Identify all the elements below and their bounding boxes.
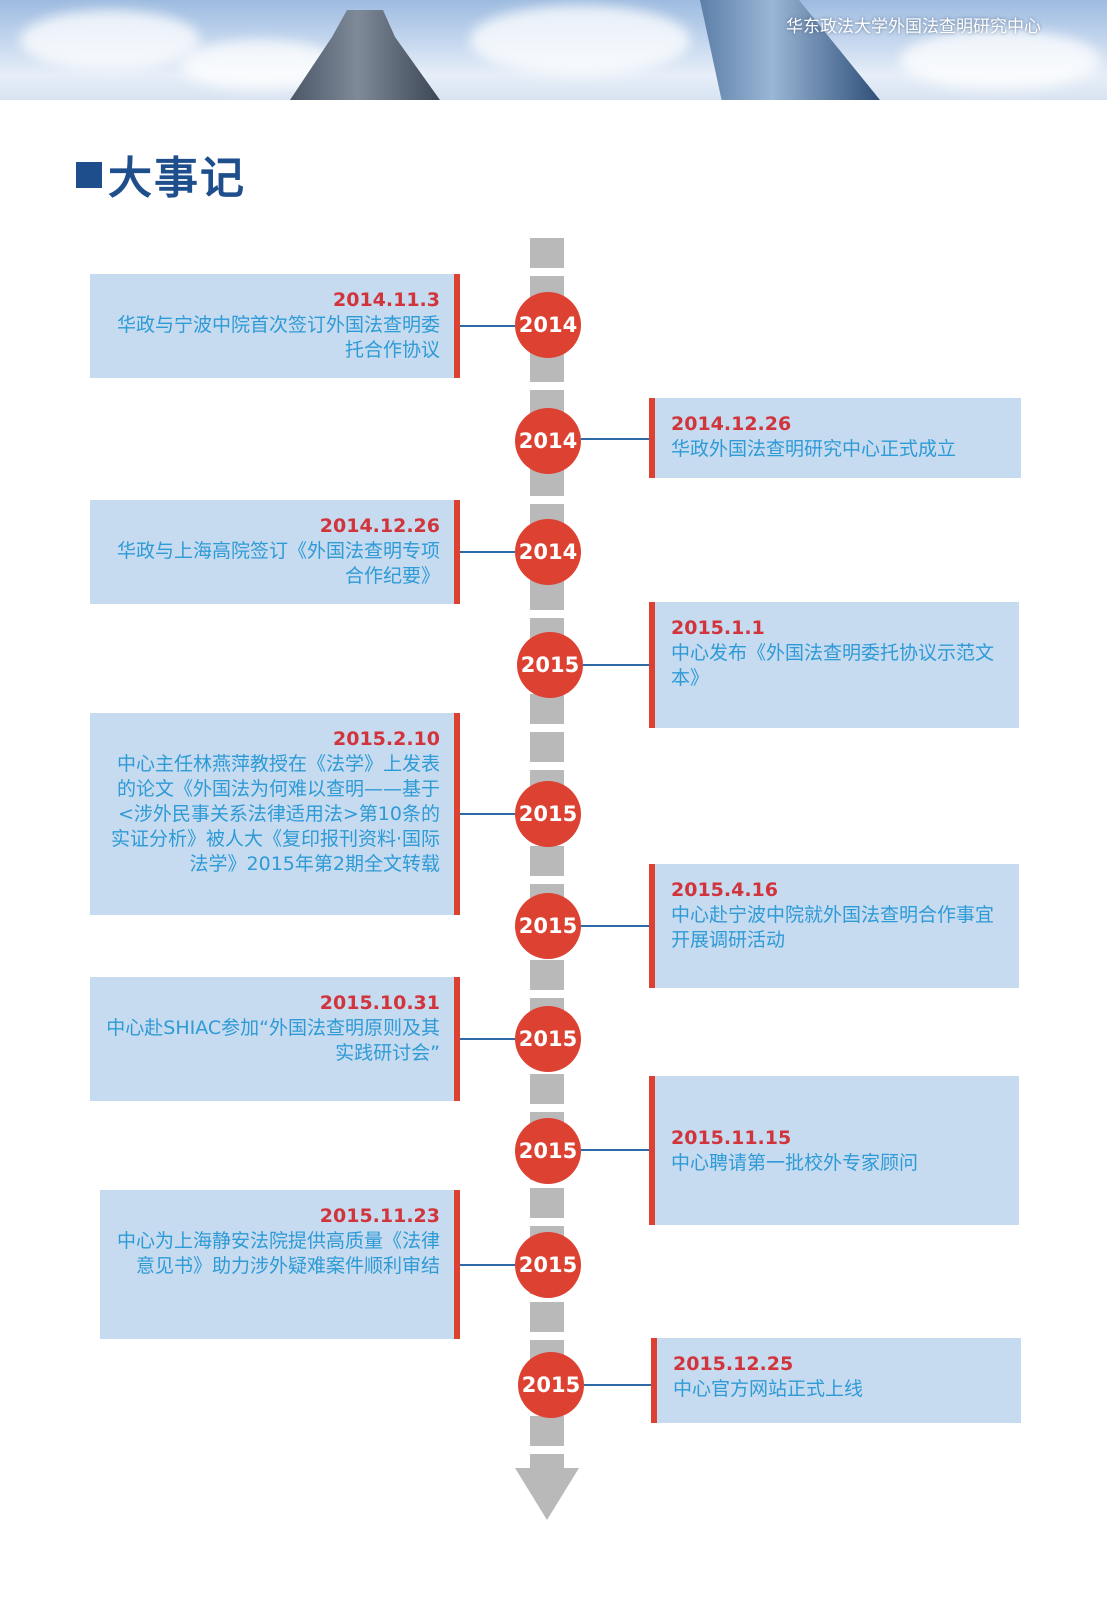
year-marker: 2015 (515, 1232, 581, 1298)
event-date: 2015.11.15 (671, 1127, 792, 1149)
year-marker: 2015 (518, 1352, 584, 1418)
connector-line (584, 1384, 651, 1386)
event-text: 华政外国法查明研究中心正式成立 (671, 438, 957, 460)
year-marker: 2015 (515, 1118, 581, 1184)
connector-line (581, 1149, 649, 1151)
event-date: 2015.2.10 (333, 728, 440, 750)
year-marker: 2015 (515, 781, 581, 847)
event-card: 2015.4.16 中心赴宁波中院就外国法查明合作事宜开展调研活动 (649, 864, 1019, 988)
connector-line (581, 438, 649, 440)
connector-line (460, 551, 515, 553)
event-text: 中心发布《外国法查明委托协议示范文本》 (671, 642, 995, 689)
connector-line (460, 813, 515, 815)
header-banner: 华东政法大学外国法查明研究中心 (0, 0, 1107, 100)
cloud-decoration (900, 30, 1100, 90)
event-date: 2015.1.1 (671, 617, 765, 639)
connector-line (460, 1038, 515, 1040)
event-card: 2015.12.25 中心官方网站正式上线 (651, 1338, 1021, 1423)
event-date: 2014.12.26 (319, 515, 440, 537)
event-card: 2015.11.23 中心为上海静安法院提供高质量《法律意见书》助力涉外疑难案件… (100, 1190, 460, 1339)
section-heading: 大事记 (76, 146, 246, 204)
event-date: 2015.12.25 (673, 1353, 794, 1375)
event-date: 2015.10.31 (319, 992, 440, 1014)
event-date: 2014.11.3 (333, 289, 440, 311)
event-card: 2014.12.26 华政外国法查明研究中心正式成立 (649, 398, 1021, 478)
event-date: 2015.4.16 (671, 879, 778, 901)
connector-line (460, 1264, 515, 1266)
event-card: 2015.1.1 中心发布《外国法查明委托协议示范文本》 (649, 602, 1019, 728)
event-text: 中心赴SHIAC参加“外国法查明原则及其实践研讨会” (106, 1017, 440, 1064)
event-card: 2015.10.31 中心赴SHIAC参加“外国法查明原则及其实践研讨会” (90, 977, 460, 1101)
event-card: 2015.11.15 中心聘请第一批校外专家顾问 (649, 1076, 1019, 1225)
year-marker: 2014 (515, 408, 581, 474)
connector-line (583, 664, 649, 666)
event-card: 2014.11.3 华政与宁波中院首次签订外国法查明委托合作协议 (90, 274, 460, 378)
year-marker: 2015 (515, 1006, 581, 1072)
event-text: 华政与宁波中院首次签订外国法查明委托合作协议 (116, 314, 440, 361)
event-card: 2015.2.10 中心主任林燕萍教授在《法学》上发表的论文《外国法为何难以查明… (90, 713, 460, 915)
year-marker: 2014 (515, 519, 581, 585)
event-text: 华政与上海高院签订《外国法查明专项合作纪要》 (116, 540, 440, 587)
event-date: 2014.12.26 (671, 413, 792, 435)
card-spacer (671, 1090, 1005, 1126)
event-text: 中心为上海静安法院提供高质量《法律意见书》助力涉外疑难案件顺利审结 (116, 1230, 440, 1277)
cloud-decoration (20, 10, 200, 70)
connector-line (581, 925, 649, 927)
event-text: 中心赴宁波中院就外国法查明合作事宜开展调研活动 (671, 904, 995, 951)
event-card: 2014.12.26 华政与上海高院签订《外国法查明专项合作纪要》 (90, 500, 460, 604)
section-title: 大事记 (108, 153, 246, 204)
connector-line (460, 325, 515, 327)
event-text: 中心官方网站正式上线 (673, 1378, 864, 1400)
year-marker: 2015 (515, 893, 581, 959)
event-text: 中心主任林燕萍教授在《法学》上发表的论文《外国法为何难以查明——基于<涉外民事关… (110, 753, 440, 875)
arrow-down-icon (515, 1468, 579, 1520)
cloud-decoration (470, 5, 690, 75)
square-bullet-icon (76, 162, 102, 188)
header-title: 华东政法大学外国法查明研究中心 (786, 17, 1041, 37)
event-text: 中心聘请第一批校外专家顾问 (671, 1152, 919, 1174)
event-date: 2015.11.23 (319, 1205, 440, 1227)
year-marker: 2014 (515, 292, 581, 358)
year-marker: 2015 (517, 632, 583, 698)
